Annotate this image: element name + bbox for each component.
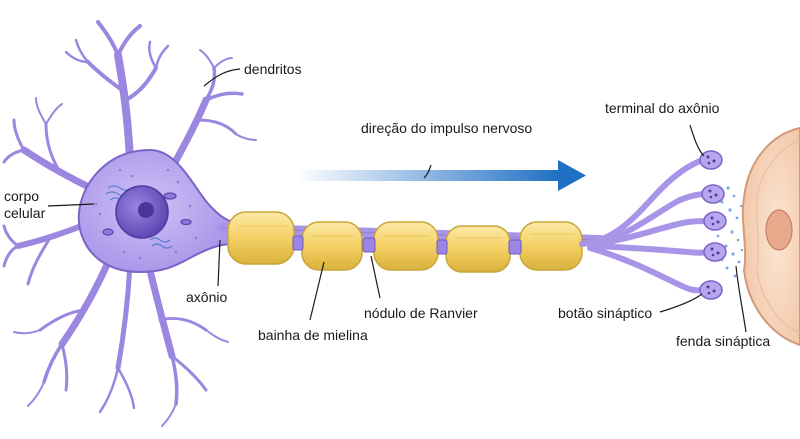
myelin-segment xyxy=(227,211,295,265)
soma-granules xyxy=(94,168,198,260)
nodes-of-ranvier xyxy=(292,235,522,255)
nucleolus xyxy=(138,202,154,218)
label-synaptic-cleft: fenda sináptica xyxy=(676,333,770,349)
synaptic-buttons xyxy=(699,150,727,300)
label-impulse-direction: direção do impulso nervoso xyxy=(361,120,532,136)
label-myelin-sheath: bainha de mielina xyxy=(258,327,368,343)
myelin-segment xyxy=(301,221,363,271)
impulse-arrow xyxy=(296,160,586,191)
label-node-of-ranvier: nódulo de Ranvier xyxy=(364,305,478,321)
myelin-segment xyxy=(445,225,511,273)
label-axon-terminal: terminal do axônio xyxy=(605,100,720,116)
myelin-sheaths xyxy=(227,211,583,273)
axon-terminal-branches xyxy=(579,157,711,294)
organelles xyxy=(102,185,192,249)
label-cell-body-line2: celular xyxy=(4,205,46,221)
label-synaptic-button: botão sináptico xyxy=(558,305,652,321)
dendrites xyxy=(2,20,257,427)
label-axon: axônio xyxy=(186,289,227,305)
label-dendrites: dendritos xyxy=(244,61,302,77)
myelin-segment xyxy=(519,221,583,271)
leader-lines xyxy=(47,68,747,333)
myelin-segment xyxy=(373,221,439,271)
target-cell xyxy=(741,126,800,347)
label-cell-body-line1: corpo xyxy=(4,188,39,204)
target-nucleus xyxy=(765,209,793,251)
